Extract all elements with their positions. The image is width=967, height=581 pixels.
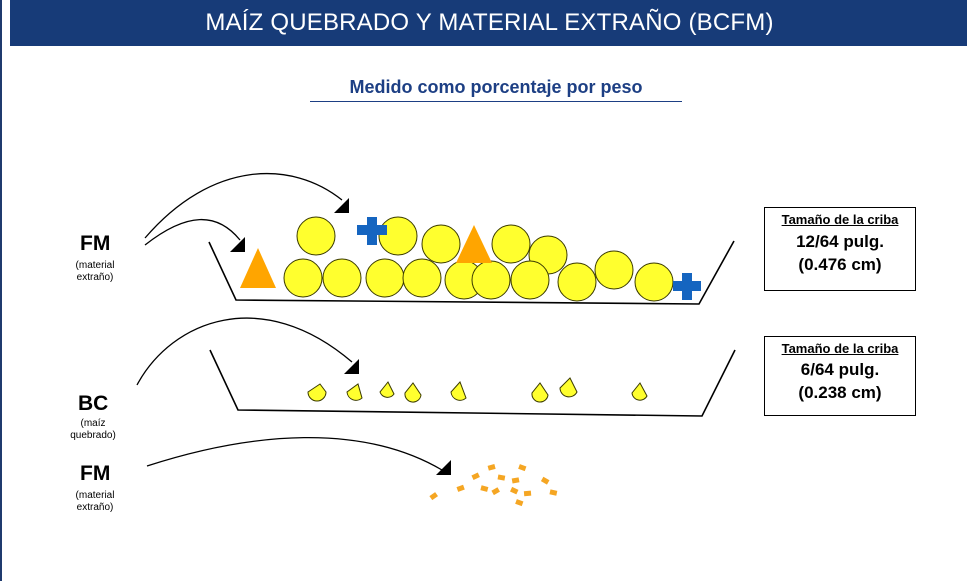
yellow-kernel-icon [634, 262, 674, 302]
bc-label: BC [78, 392, 109, 415]
fm-top-sublabel-line1: (material [75, 260, 115, 271]
fine-particle-icon [429, 492, 438, 501]
middle-sieve-tray [209, 349, 736, 417]
arrow-curve-icon [230, 237, 245, 252]
broken-kernel-icon [531, 382, 549, 403]
fm-bottom-label: FM [80, 462, 111, 485]
curve-fm-top-inner [144, 218, 241, 246]
diagram-title: MAÍZ QUEBRADO Y MATERIAL EXTRAÑO (BCFM) [205, 9, 774, 36]
blue-cross-icon [673, 273, 701, 300]
sieve-box-top: Tamaño de la criba 12/64 pulg. (0.476 cm… [764, 207, 916, 291]
fm-bottom-sublabel-line2: extraño) [76, 502, 114, 513]
fm-bottom-sublabel-line1: (material [75, 490, 115, 501]
arrow-curve-icon [334, 198, 349, 213]
curve-fm-top-outer [144, 173, 343, 239]
fine-particle-icon [487, 464, 496, 471]
yellow-kernel-icon [510, 260, 550, 300]
fine-particle-icon [497, 474, 506, 481]
sieve-box-bottom: Tamaño de la criba 6/64 pulg. (0.238 cm) [764, 336, 916, 416]
top-sieve-tray [208, 240, 735, 305]
yellow-kernel-icon [471, 260, 511, 300]
yellow-kernel-icon [557, 262, 597, 302]
yellow-kernel-icon [402, 258, 442, 298]
yellow-kernel-icon [491, 224, 531, 264]
yellow-kernel-icon [322, 258, 362, 298]
broken-kernel-icon [346, 383, 363, 401]
broken-kernel-icon [631, 382, 648, 401]
fine-particle-icon [491, 487, 500, 496]
fm-top-label: FM [80, 232, 111, 255]
fine-particle-icon [511, 477, 520, 484]
yellow-kernel-icon [594, 250, 634, 290]
curve-fm-bottom [146, 436, 443, 471]
blue-cross-icon [357, 217, 387, 245]
yellow-kernel-icon [421, 224, 461, 264]
fine-particle-icon [456, 484, 465, 492]
fm-top-sublabel-line2: extraño) [76, 272, 114, 283]
sieve-box-bottom-metric: (0.238 cm) [798, 383, 882, 402]
sieve-box-top-heading: Tamaño de la criba [781, 212, 899, 227]
yellow-kernel-icon [296, 216, 336, 256]
yellow-kernel-icon [283, 258, 323, 298]
yellow-kernel-icon [378, 216, 418, 256]
sieve-box-bottom-size: 6/64 pulg. [800, 360, 880, 379]
yellow-kernel-icon [365, 258, 405, 298]
diagram-subtitle: Medido como porcentaje por peso [310, 77, 682, 102]
fine-particle-icon [518, 464, 527, 472]
fine-particle-icon [549, 489, 558, 496]
fm-bottom-sublabel: (material extraño) [64, 490, 126, 514]
fine-particle-icon [540, 476, 550, 485]
broken-kernel-icon [307, 383, 327, 402]
curve-bc [136, 317, 353, 386]
sieve-box-top-size: 12/64 pulg. [796, 232, 884, 251]
orange-triangle-icon [456, 225, 492, 263]
broken-kernel-icon [450, 381, 467, 401]
broken-kernel-icon [379, 381, 395, 398]
fine-particle-icon [523, 490, 532, 497]
arrow-curve-icon [344, 359, 359, 374]
sieve-box-bottom-heading: Tamaño de la criba [781, 341, 899, 356]
fine-particle-icon [471, 472, 480, 480]
arrow-curve-icon [436, 460, 451, 475]
fine-particle-icon [515, 499, 524, 507]
bc-sublabel-line2: quebrado) [70, 430, 116, 441]
orange-triangle-icon [240, 248, 276, 288]
broken-kernel-icon [559, 377, 578, 398]
title-bar: MAÍZ QUEBRADO Y MATERIAL EXTRAÑO (BCFM) [10, 0, 967, 46]
fine-particle-icon [480, 485, 489, 492]
sieve-box-top-metric: (0.476 cm) [798, 255, 882, 274]
broken-kernel-icon [404, 382, 422, 403]
fine-particle-icon [510, 486, 519, 495]
fm-top-sublabel: (material extraño) [64, 260, 126, 284]
bc-sublabel-line1: (maíz [80, 418, 106, 429]
bc-sublabel: (maíz quebrado) [62, 418, 124, 442]
